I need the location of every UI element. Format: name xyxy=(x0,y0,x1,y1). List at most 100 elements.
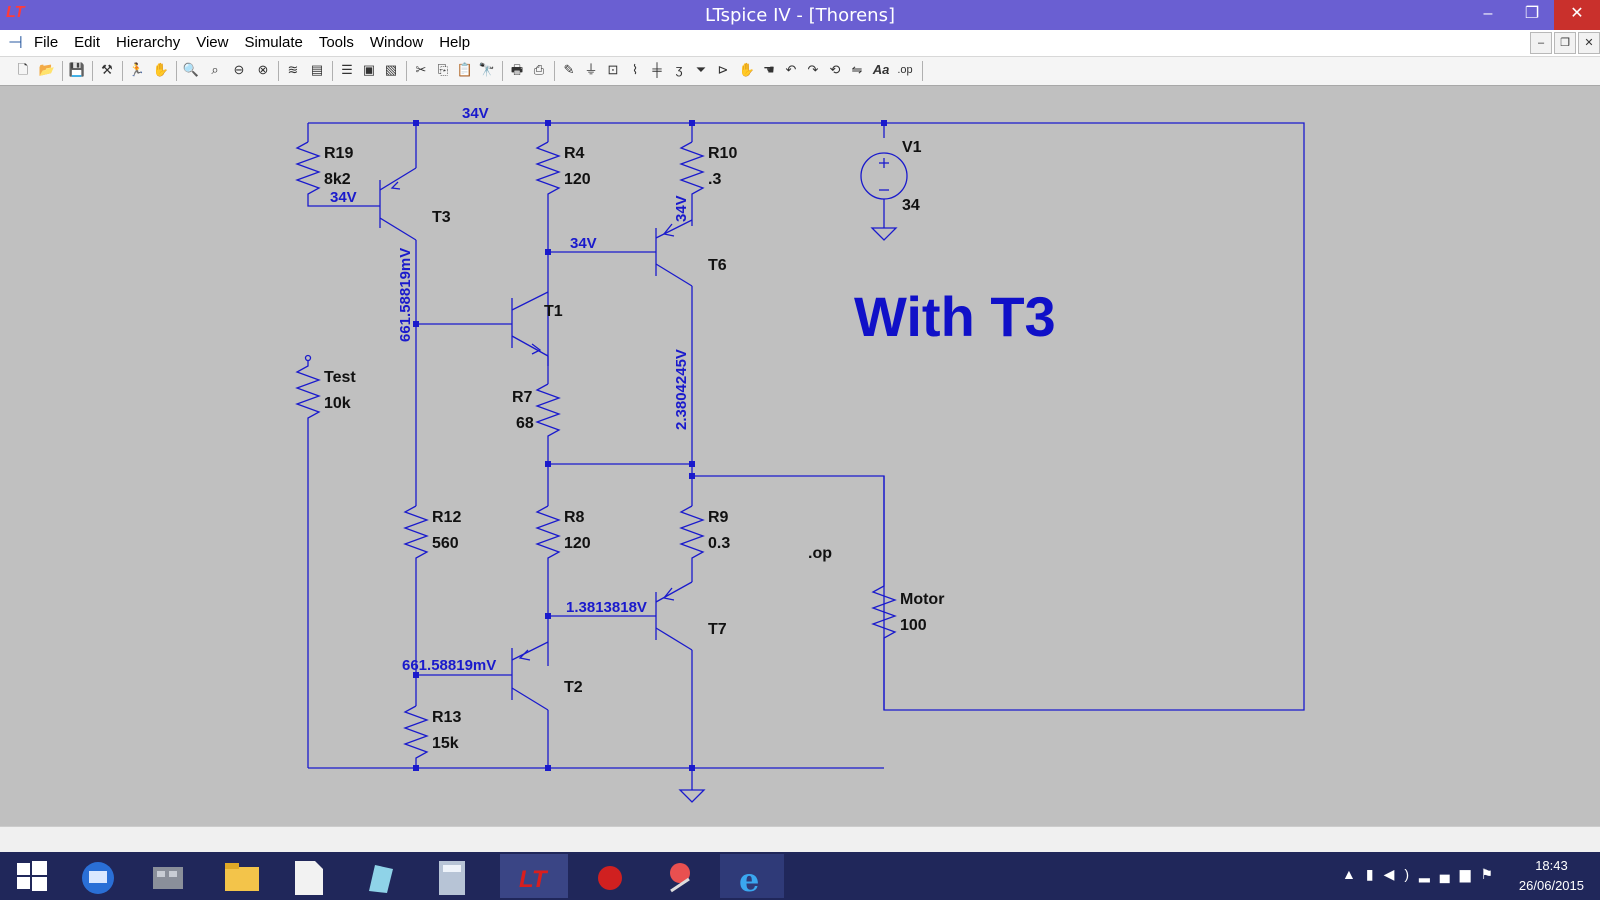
ground-icon[interactable]: ⏚ xyxy=(584,62,598,77)
menu-window[interactable]: Window xyxy=(369,34,424,51)
menu-edit[interactable]: Edit xyxy=(74,34,101,51)
print-icon[interactable]: ⎙ xyxy=(533,62,545,77)
calculator-icon xyxy=(439,861,465,895)
mdi-close-button[interactable]: ✕ xyxy=(1578,32,1600,54)
print-setup-icon[interactable]: 🖶 xyxy=(510,62,524,77)
v1-name: V1 xyxy=(902,139,922,156)
component-icon[interactable]: ⊳ xyxy=(717,62,729,77)
drag-icon[interactable]: ☚ xyxy=(763,62,775,77)
paste-icon[interactable]: 📋 xyxy=(456,62,474,77)
system-tray[interactable]: ▲▮◀)▂▄▆⚑ xyxy=(1342,866,1503,883)
zoom-out-icon[interactable]: ⊖ xyxy=(233,62,245,77)
close-button[interactable]: ✕ xyxy=(1554,0,1600,30)
spice-directive-icon[interactable]: .op xyxy=(897,64,913,76)
taskbar-paint[interactable] xyxy=(576,854,640,898)
minimize-button[interactable]: – xyxy=(1483,5,1493,22)
zoom-pan-icon[interactable]: ⌕ xyxy=(211,62,219,77)
taskbar-notepad[interactable] xyxy=(276,854,340,898)
svg-text:LT: LT xyxy=(519,866,549,893)
label-net-icon[interactable]: ⊡ xyxy=(607,62,619,77)
ltspice-icon: LT xyxy=(519,866,549,893)
close-icon[interactable]: ▣ xyxy=(362,62,376,77)
save-icon[interactable]: 💾 xyxy=(68,62,86,77)
diode-icon[interactable]: ⏷ xyxy=(695,62,707,77)
mirror-icon[interactable]: ⇋ xyxy=(851,62,863,77)
taskbar-internet-explorer[interactable]: e xyxy=(720,854,784,898)
undo-icon[interactable]: ↶ xyxy=(785,62,797,77)
cut-icon[interactable]: ✂ xyxy=(415,62,427,77)
component-labels: R19 8k2 R4 120 R10 .3 V1 34 T3 T6 T1 Tes… xyxy=(324,139,944,752)
zoom-fit-icon[interactable]: ⊗ xyxy=(257,62,269,77)
copy-icon[interactable]: ⎘ xyxy=(437,62,449,77)
new-schematic-icon[interactable]: 🗋 xyxy=(17,62,29,77)
wires xyxy=(295,122,1305,803)
menu-simulate[interactable]: Simulate xyxy=(244,34,303,51)
menu-hierarchy[interactable]: Hierarchy xyxy=(116,34,181,51)
control-panel-icon[interactable]: ⚒ xyxy=(101,62,113,77)
volume-icon[interactable]: ◀) xyxy=(1383,866,1420,882)
r12-value: 560 xyxy=(432,535,459,552)
transistor-arrows xyxy=(390,181,675,661)
schematic-canvas[interactable]: R19 8k2 R4 120 R10 .3 V1 34 T3 T6 T1 Tes… xyxy=(0,86,1600,826)
redo-icon[interactable]: ↷ xyxy=(807,62,819,77)
mdi-minimize-button[interactable]: – xyxy=(1530,32,1552,54)
taskbar-explorer[interactable] xyxy=(206,854,270,898)
toolbar: 🗋 📂 💾 ⚒ 🏃 ✋ 🔍 ⌕ ⊖ ⊗ ≋ ▤ ☰ ▣ ▧ ✂ ⎘ 📋 🔭 🖶 … xyxy=(0,57,1600,86)
tray-expand-icon[interactable]: ▲ xyxy=(1342,866,1366,882)
taskbar-snipping-tool[interactable] xyxy=(646,854,710,898)
open-icon[interactable]: 📂 xyxy=(38,62,56,77)
mdi-restore-button[interactable]: ❐ xyxy=(1554,32,1576,54)
ltspice-logo-icon: LT xyxy=(6,4,25,21)
menu-help[interactable]: Help xyxy=(439,34,471,51)
cascade-icon[interactable]: ☰ xyxy=(341,62,353,77)
junctions xyxy=(413,120,887,771)
r4-value: 120 xyxy=(564,171,591,188)
inductor-icon[interactable]: ʒ xyxy=(675,62,683,77)
t3-collector-voltage: 661.58819mV xyxy=(397,248,414,342)
taskbar-pen[interactable] xyxy=(346,854,410,898)
tile-icon[interactable]: ▤ xyxy=(310,62,324,77)
menu-file[interactable]: File xyxy=(34,34,59,51)
t7-name: T7 xyxy=(708,621,727,638)
wire-icon[interactable]: ✎ xyxy=(563,62,575,77)
move-icon[interactable]: ✋ xyxy=(738,62,756,77)
t6-name: T6 xyxy=(708,257,727,274)
voltage-labels: 34V 34V 34V 34V 661.58819mV 2.3804245V 1… xyxy=(330,105,690,674)
capacitor-icon[interactable]: ╪ xyxy=(652,62,662,77)
status-bar xyxy=(0,826,1600,853)
test-value: 10k xyxy=(324,395,351,412)
close-icon[interactable]: ▧ xyxy=(384,62,398,77)
tray-time: 18:43 xyxy=(1535,858,1568,873)
action-center-icon[interactable]: ⚑ xyxy=(1480,866,1504,882)
menu-view[interactable]: View xyxy=(196,34,229,51)
zoom-in-icon[interactable]: 🔍 xyxy=(182,62,200,77)
resistor-icon[interactable]: ⌇ xyxy=(631,62,639,77)
r19-value: 8k2 xyxy=(324,171,351,188)
taskbar-file-manager[interactable] xyxy=(134,854,198,898)
tray-clock[interactable]: 18:43 26/06/2015 xyxy=(1519,856,1584,896)
maximize-button[interactable]: ❐ xyxy=(1524,5,1540,22)
taskbar-calculator[interactable] xyxy=(420,854,484,898)
top-rail-voltage: 34V xyxy=(462,105,489,122)
taskbar-ltspice[interactable]: LT xyxy=(500,854,568,898)
start-button[interactable] xyxy=(0,854,64,898)
rotate-icon[interactable]: ⟲ xyxy=(829,62,841,77)
tray-device-icon[interactable]: ▮ xyxy=(1365,866,1384,882)
find-icon[interactable]: 🔭 xyxy=(478,62,496,77)
explorer-icon xyxy=(225,863,259,891)
network-icon[interactable]: ▂▄▆ xyxy=(1419,866,1481,882)
r7-value: 68 xyxy=(516,415,534,432)
document-icon[interactable]: ⊣ xyxy=(8,33,23,52)
r10-name: R10 xyxy=(708,145,737,162)
taskbar-remote-desktop[interactable] xyxy=(64,854,128,898)
r19-name: R19 xyxy=(324,145,353,162)
menu-tools[interactable]: Tools xyxy=(318,34,354,51)
halt-icon[interactable]: ✋ xyxy=(152,62,170,77)
r9-name: R9 xyxy=(708,509,729,526)
autoscale-icon[interactable]: ≋ xyxy=(287,62,299,77)
text-icon[interactable]: Aa xyxy=(872,62,890,77)
run-icon[interactable]: 🏃 xyxy=(128,62,146,77)
title-bar: LT LTspice IV - [Thorens] – ❐ ✕ xyxy=(0,0,1600,30)
pen-icon xyxy=(369,865,393,893)
snipping-tool-icon xyxy=(670,863,690,893)
